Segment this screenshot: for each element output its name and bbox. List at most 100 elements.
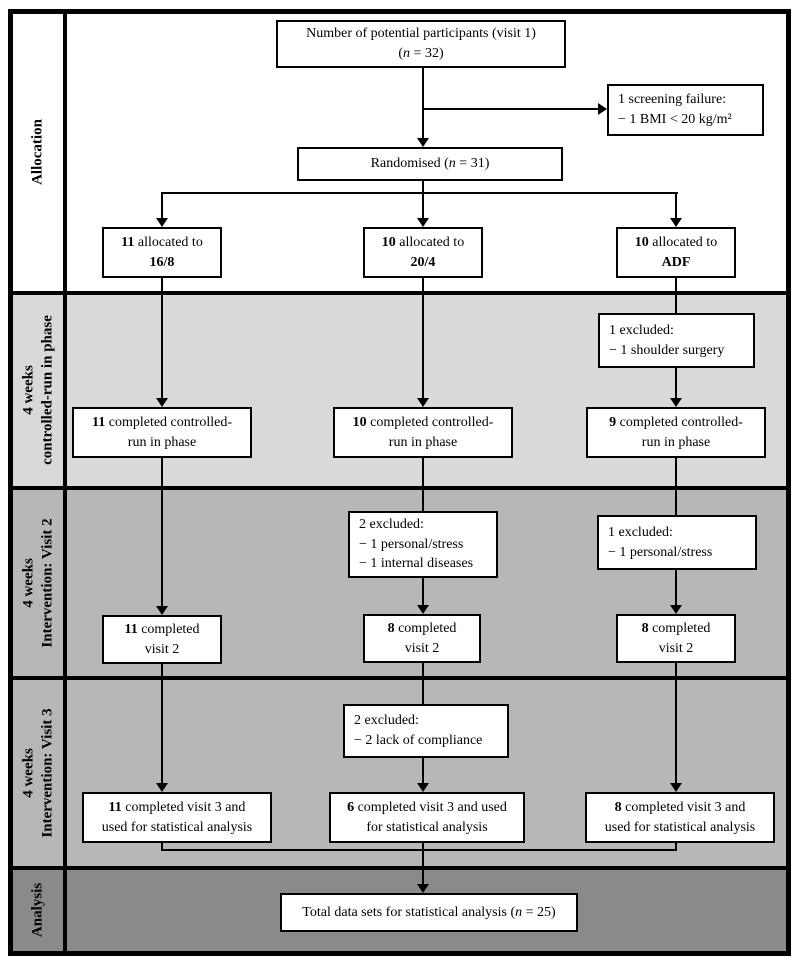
connector-line: [422, 458, 424, 511]
box-text: 2 excluded:: [354, 713, 419, 729]
count-bold: 6: [347, 799, 355, 815]
connector-line: [422, 578, 424, 606]
box-visit2-excluded-204: 2 excluded: − 1 personal/stress − 1 inte…: [348, 511, 498, 578]
arrow-down-icon: [156, 783, 168, 792]
band-label-text: 4 weeks: [20, 365, 37, 415]
n-italic: n: [403, 46, 411, 61]
connector-line: [161, 849, 677, 851]
band-label-text: 4 weeks: [20, 748, 37, 798]
connector-line: [422, 108, 599, 110]
count-bold: 8: [387, 620, 395, 636]
arrow-down-icon: [156, 218, 168, 227]
arrow-down-icon: [417, 138, 429, 147]
box-text: for statistical analysis: [366, 819, 488, 835]
box-runin-completed-adf: 9 completed controlled- run in phase: [586, 407, 766, 458]
box-total-datasets: Total data sets for statistical analysis…: [280, 893, 578, 932]
box-text: Total data sets for statistical analysis…: [302, 904, 556, 920]
box-text: run in phase: [127, 434, 197, 450]
box-text: used for statistical analysis: [604, 819, 756, 835]
box-text: 1 excluded:: [608, 524, 673, 540]
box-text: 10 completed controlled-: [352, 414, 494, 430]
connector-line: [675, 843, 677, 851]
band-divider: [13, 291, 786, 295]
band-label-runin: 4 weeks controlled-run in phase: [19, 315, 57, 465]
box-text: visit 2: [404, 640, 440, 656]
box-screening-failure: 1 screening failure: − 1 BMI < 20 kg/m²: [607, 84, 764, 136]
band-label-text: 4 weeks: [20, 558, 37, 608]
connector-line: [422, 843, 424, 885]
connector-line: [422, 758, 424, 784]
box-text: Number of potential participants (visit …: [306, 26, 536, 42]
box-runin-completed-204: 10 completed controlled- run in phase: [333, 407, 513, 458]
box-visit2-completed-204: 8 completed visit 2: [363, 614, 481, 663]
box-text: 6 completed visit 3 and used: [347, 799, 507, 815]
box-text: − 1 shoulder surgery: [609, 342, 725, 358]
connector-line: [422, 181, 424, 194]
band-label-text: Analysis: [29, 882, 46, 938]
connector-line: [161, 278, 163, 399]
count-bold: 11: [108, 799, 122, 815]
arrow-down-icon: [417, 783, 429, 792]
arrow-down-icon: [417, 218, 429, 227]
band-label-visit3: 4 weeks Intervention: Visit 3: [19, 708, 57, 837]
sidebar-divider: [63, 14, 67, 951]
box-text: 8 completed: [387, 620, 457, 636]
box-text: used for statistical analysis: [101, 819, 253, 835]
box-randomised: Randomised (n = 31): [297, 147, 563, 181]
connector-line: [675, 278, 677, 313]
box-text: 1 excluded:: [609, 322, 674, 338]
box-visit3-completed-168: 11 completed visit 3 and used for statis…: [82, 792, 272, 843]
arrow-down-icon: [670, 605, 682, 614]
arrow-down-icon: [156, 398, 168, 407]
connector-line: [161, 843, 163, 851]
band-divider: [13, 866, 786, 870]
n-italic: n: [448, 156, 456, 172]
box-text: 1 screening failure:: [618, 92, 727, 108]
box-runin-completed-168: 11 completed controlled- run in phase: [72, 407, 252, 458]
box-allocated-adf: 10 allocated to ADF: [616, 227, 736, 278]
box-visit3-completed-adf: 8 completed visit 3 and used for statist…: [585, 792, 775, 843]
count-bold: 8: [614, 799, 622, 815]
box-text: − 1 internal diseases: [359, 556, 474, 572]
box-text: 8 completed: [641, 620, 711, 636]
connector-line: [675, 368, 677, 399]
box-visit2-completed-adf: 8 completed visit 2: [616, 614, 736, 663]
connector-line: [422, 663, 424, 704]
group-bold: 16/8: [149, 254, 175, 270]
box-visit2-completed-168: 11 completed visit 2: [102, 615, 222, 664]
count-bold: 11: [92, 414, 106, 430]
box-text: run in phase: [388, 434, 458, 450]
box-text: visit 2: [658, 640, 694, 656]
box-text: − 1 personal/stress: [608, 544, 713, 560]
box-runin-excluded-adf: 1 excluded: − 1 shoulder surgery: [598, 313, 755, 368]
connector-line: [422, 68, 424, 139]
arrow-down-icon: [417, 398, 429, 407]
box-text: 10 allocated to: [634, 234, 718, 250]
box-text: 9 completed controlled-: [609, 414, 743, 430]
band-label-analysis: Analysis: [29, 883, 48, 937]
box-text: 10 allocated to: [381, 234, 465, 250]
connector-line: [675, 458, 677, 515]
count-bold: 9: [609, 414, 617, 430]
band-label-text: Allocation: [29, 119, 46, 185]
box-visit2-excluded-adf: 1 excluded: − 1 personal/stress: [597, 515, 757, 570]
count-bold: 10: [381, 234, 396, 250]
box-text: run in phase: [641, 434, 711, 450]
box-text: ADF: [662, 253, 691, 273]
box-allocated-168: 11 allocated to 16/8: [102, 227, 222, 278]
box-text: 2 excluded:: [359, 517, 424, 533]
box-visit3-completed-204: 6 completed visit 3 and used for statist…: [329, 792, 525, 843]
connector-line: [675, 570, 677, 606]
arrow-down-icon: [156, 606, 168, 615]
count-bold: 10: [634, 234, 649, 250]
box-text: − 1 personal/stress: [359, 536, 464, 552]
connector-line: [161, 664, 163, 784]
band-label-allocation: Allocation: [29, 119, 48, 185]
group-bold: 20/4: [410, 254, 436, 270]
connector-line: [161, 192, 678, 194]
count-bold: 8: [641, 620, 649, 636]
box-text: 16/8: [150, 253, 175, 273]
connector-line: [422, 278, 424, 399]
connector-line: [161, 458, 163, 607]
